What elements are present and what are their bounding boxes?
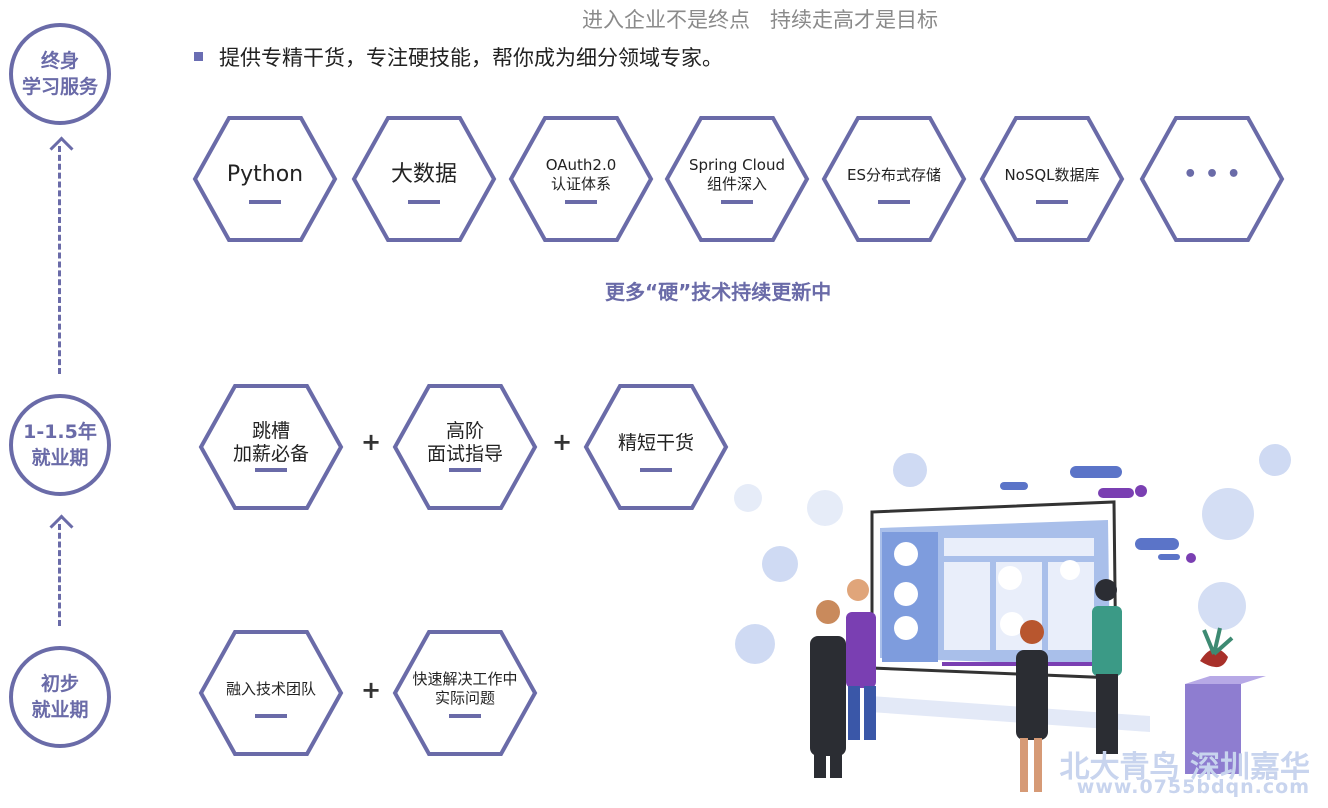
hexagon-underline <box>449 714 481 718</box>
stage-lifelong: 终身学习服务 <box>9 23 111 125</box>
slogan-right: 持续走高才是目标 <box>770 8 938 32</box>
hexagon-line1: OAuth2.0 <box>545 156 617 174</box>
arrow-up-icon <box>49 514 74 539</box>
plus-sign: + <box>361 428 382 456</box>
hexagon-underline <box>255 468 287 472</box>
stage-entry: 初步就业期 <box>9 646 111 748</box>
feature-hexagon: 精短干货 <box>582 382 730 512</box>
intro-text: 提供专精干货，专注硬技能，帮你成为细分领域专家。 <box>219 46 723 70</box>
slogan: 进入企业不是终点持续走高才是目标 <box>0 4 1328 34</box>
watermark-brand: 北大青鸟 深圳嘉华 <box>1059 750 1310 785</box>
hexagon-label: 大数据 <box>360 148 488 202</box>
slogan-left: 进入企业不是终点 <box>582 8 750 32</box>
hexagon-line1: 融入技术团队 <box>225 679 316 698</box>
stage-label: 学习服务 <box>21 76 98 98</box>
hexagon-line1: 精短干货 <box>617 431 694 454</box>
hexagon-line2: 面试指导 <box>426 443 503 465</box>
stage-label: 就业期 <box>31 699 89 721</box>
watermark-url: www.0755bdqn.com <box>1076 776 1310 798</box>
feature-hexagon: 高阶面试指导 <box>391 382 539 512</box>
feature-hexagon: NoSQL数据库 <box>978 114 1126 244</box>
hexagon-line1: 快速解决工作中 <box>412 670 518 688</box>
hexagon-line1: Spring Cloud <box>688 156 786 174</box>
feature-hexagon: • • • <box>1138 114 1286 244</box>
hexagon-underline <box>408 200 440 204</box>
hexagon-label: 跳槽加薪必备 <box>207 416 335 470</box>
stage-label: 终身 <box>40 50 79 72</box>
stage-mid-career: 1-1.5年就业期 <box>9 394 111 496</box>
timeline-dash <box>58 146 61 374</box>
feature-hexagon: 跳槽加薪必备 <box>197 382 345 512</box>
feature-hexagon: 大数据 <box>350 114 498 244</box>
arrow-up-icon <box>49 136 74 161</box>
stage-label: 1-1.5年 <box>23 421 97 443</box>
feature-hexagon: ES分布式存储 <box>820 114 968 244</box>
hexagon-underline <box>640 468 672 472</box>
hexagon-underline <box>565 200 597 204</box>
hexagon-line1: NoSQL数据库 <box>1004 165 1100 184</box>
hexagon-line1: • • • <box>1183 162 1241 187</box>
hexagon-label: 快速解决工作中实际问题 <box>401 662 529 716</box>
hexagon-underline <box>255 714 287 718</box>
plus-sign: + <box>552 428 573 456</box>
stage-label: 初步 <box>40 673 79 695</box>
hexagon-label: NoSQL数据库 <box>988 148 1116 202</box>
hexagon-underline <box>878 200 910 204</box>
hexagon-line2: 加薪必备 <box>232 443 309 465</box>
hexagon-line1: 大数据 <box>390 162 457 187</box>
hexagon-label: 融入技术团队 <box>207 662 335 716</box>
hexagon-label: Python <box>201 148 329 202</box>
team-illustration <box>734 444 1291 792</box>
plus-sign: + <box>361 676 382 704</box>
hexagon-label: • • • <box>1148 148 1276 202</box>
more-tech-note: 更多“硬”技术持续更新中 <box>605 280 832 304</box>
hexagon-underline <box>249 200 281 204</box>
feature-hexagon: 快速解决工作中实际问题 <box>391 628 539 758</box>
hexagon-line2: 认证体系 <box>550 175 611 193</box>
hexagon-label: ES分布式存储 <box>830 148 958 202</box>
hexagon-line1: Python <box>226 162 304 187</box>
hexagon-underline <box>449 468 481 472</box>
hexagon-line2: 组件深入 <box>706 175 767 193</box>
hexagon-line1: 高阶 <box>445 420 484 442</box>
hexagon-line2: 实际问题 <box>434 689 495 707</box>
hexagon-label: 精短干货 <box>592 416 720 470</box>
feature-hexagon: Python <box>191 114 339 244</box>
hexagon-line1: ES分布式存储 <box>847 165 941 184</box>
intro-bullet: 提供专精干货，专注硬技能，帮你成为细分领域专家。 <box>194 42 723 72</box>
feature-hexagon: 融入技术团队 <box>197 628 345 758</box>
hexagon-line1: 跳槽 <box>251 420 290 442</box>
bullet-square-icon <box>194 52 203 61</box>
hexagon-label: 高阶面试指导 <box>401 416 529 470</box>
hexagon-underline <box>721 200 753 204</box>
stage-label: 就业期 <box>31 447 89 469</box>
timeline-dash <box>58 524 61 626</box>
hexagon-underline <box>1036 200 1068 204</box>
